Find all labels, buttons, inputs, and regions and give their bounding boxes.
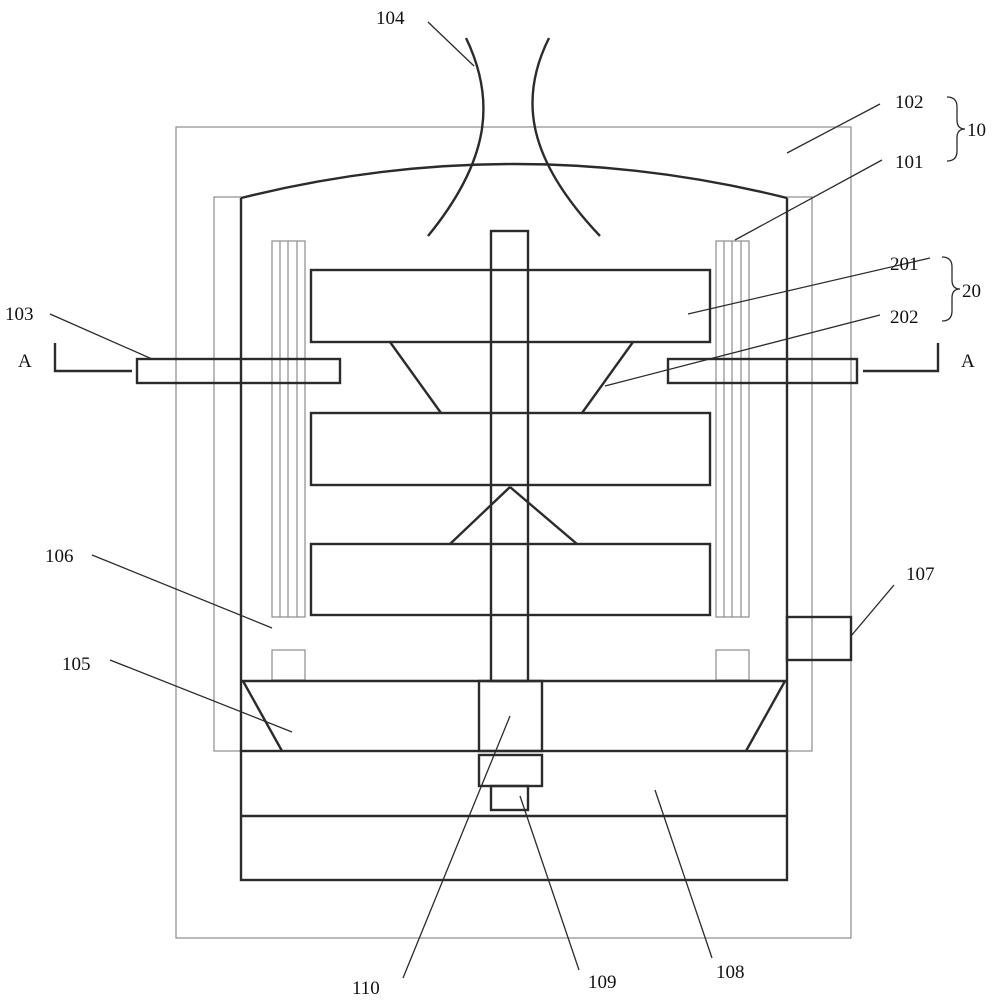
label-202: 202 [890,307,919,328]
brace-10 [946,96,966,162]
section-mark-left [53,343,132,373]
label-110: 110 [352,978,380,999]
label-201: 201 [890,254,919,275]
central-shaft [489,229,530,683]
left-heater-plate-101 [213,196,242,752]
leader-lines [49,21,931,979]
coupling-shaft-109 [489,784,530,812]
left-heating-coil [271,240,306,618]
label-105: 105 [62,654,91,675]
feed-nozzle-right-curve [531,37,601,237]
funnel-right-slope [744,680,787,752]
chamber-dome [240,162,788,200]
right-heating-coil [715,240,750,618]
label-107: 107 [906,564,935,585]
label-102: 102 [895,92,924,113]
tray-201-top [309,268,712,344]
coupling-block [477,753,544,788]
strut-202-upper-left [389,341,442,414]
section-mark-right [863,343,940,373]
right-support-pad [715,649,750,681]
strut-202-upper-right [581,341,634,414]
side-bar-103-left [135,357,342,385]
label-10: 10 [967,120,986,141]
label-108: 108 [716,962,745,983]
outlet-107 [785,615,853,662]
label-section-right: A [961,351,975,372]
left-support-pad [271,649,306,681]
tray-bottom [309,542,712,617]
brace-20 [941,256,961,322]
side-bar-right [666,357,859,385]
label-20: 20 [962,281,981,302]
label-101: 101 [895,152,924,173]
feed-nozzle-left-curve [427,37,485,237]
tray-middle [309,411,712,487]
label-106: 106 [45,546,74,567]
label-103: 103 [5,304,34,325]
label-109: 109 [588,972,617,993]
label-104: 104 [376,8,405,29]
strut-lower-right [509,486,578,545]
funnel-left-slope [241,680,284,752]
strut-lower-left [449,486,511,545]
hub-block-110 [477,679,544,753]
label-section-left: A [18,351,32,372]
outer-housing-102 [175,126,852,939]
right-heater-plate-101 [786,196,813,752]
